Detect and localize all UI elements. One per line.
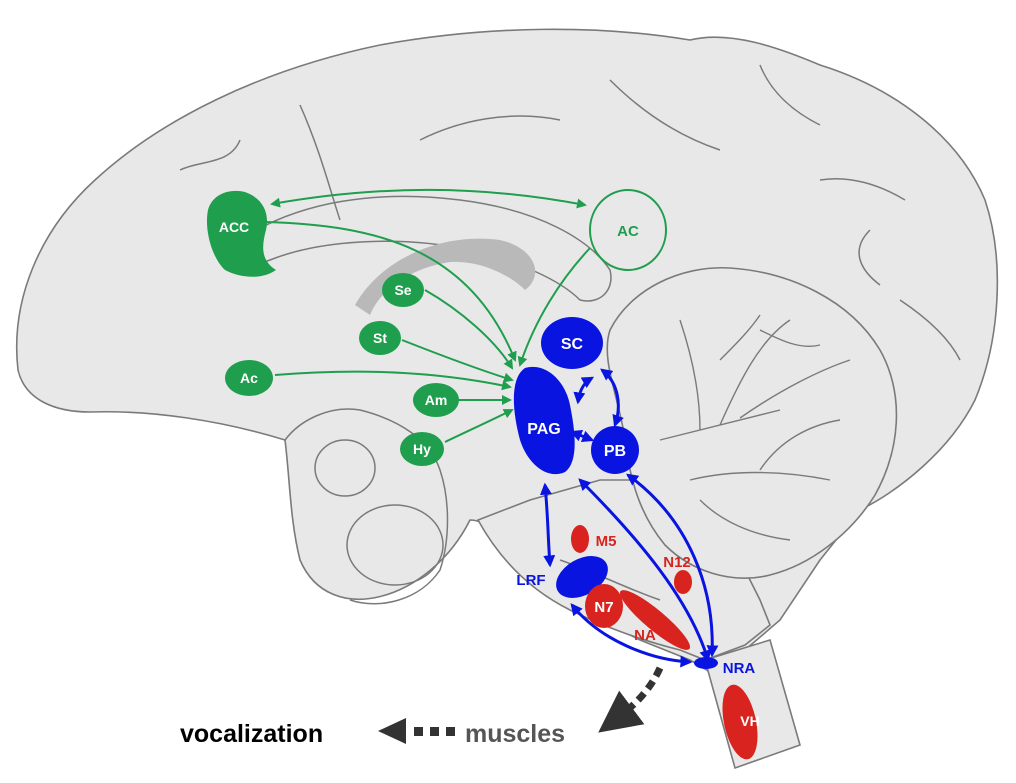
label-na: NA <box>634 627 656 644</box>
node-st: St <box>359 321 401 355</box>
node-pb: PB <box>591 426 639 474</box>
label-hy: Hy <box>413 441 431 457</box>
label-pag: PAG <box>527 421 560 438</box>
label-st: St <box>373 330 387 346</box>
label-lrf: LRF <box>516 572 545 589</box>
label-am: Am <box>425 392 448 408</box>
label-n12: N12 <box>663 554 691 571</box>
muscles-to-vocalization-arrow <box>378 718 455 744</box>
muscles-label: muscles <box>465 720 565 748</box>
label-pb: PB <box>604 443 626 460</box>
label-vh: VH <box>740 713 759 729</box>
node-ac-lower: Ac <box>225 360 273 396</box>
spinal-output-arrow <box>615 668 660 720</box>
label-ac: AC <box>617 223 639 240</box>
label-se: Se <box>394 282 411 298</box>
node-nra: NRA <box>694 657 755 677</box>
label-n7: N7 <box>594 599 613 616</box>
vocalization-label: vocalization <box>180 720 323 748</box>
label-nra: NRA <box>723 660 756 677</box>
label-sc: SC <box>561 336 584 353</box>
node-am: Am <box>413 383 459 417</box>
node-hy: Hy <box>400 432 444 466</box>
label-m5: M5 <box>596 533 617 550</box>
label-acc: ACC <box>219 219 249 235</box>
node-se: Se <box>382 273 424 307</box>
node-sc: SC <box>541 317 603 369</box>
node-n7: N7 <box>585 584 623 628</box>
label-ac-lower: Ac <box>240 370 258 386</box>
